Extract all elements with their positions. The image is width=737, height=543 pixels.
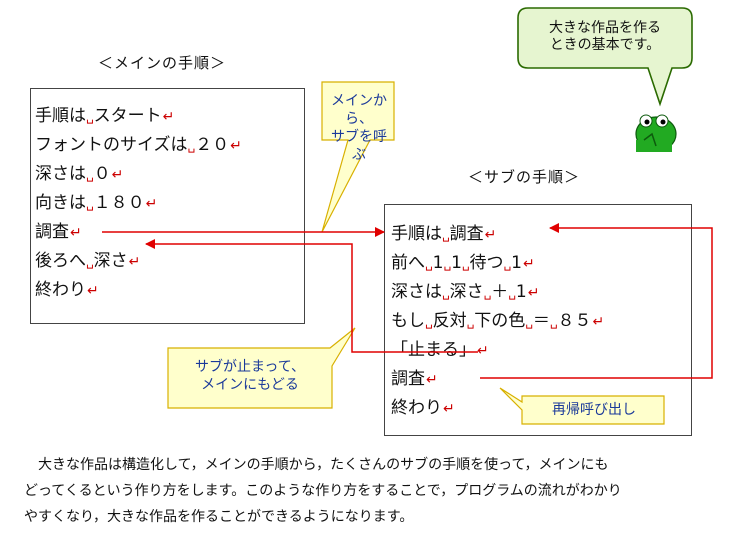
main-token: 深さは [35, 164, 86, 184]
main-title: ＜メインの手順＞ [98, 54, 227, 72]
explanation-paragraph: 大きな作品は構造化して，メインの手順から，たくさんのサブの手順を使って，メインに… [24, 452, 724, 530]
sub-token: もし [391, 311, 425, 331]
sub-line: 調査↵ [391, 366, 438, 393]
sub-line: 「止まる」↵ [391, 337, 489, 364]
main-line: フォントのサイズは␣２０↵ [35, 132, 242, 159]
space-marker: ␣ [425, 315, 433, 329]
sub-line: 深さは␣深さ␣＋␣1↵ [391, 279, 539, 306]
sub-token: ＋ [491, 282, 509, 302]
return-mark-icon: ↵ [111, 167, 124, 183]
main-token: フォントのサイズは [35, 135, 188, 155]
sub-token: 反対 [432, 311, 467, 331]
main-line: 向きは␣１８０↵ [35, 190, 157, 217]
sub-token: 「止まる」 [391, 340, 476, 360]
space-marker: ␣ [442, 286, 450, 300]
sub-token: ８５ [557, 311, 592, 331]
callout-return-main-text: サブが止まって、 メインにもどる [194, 359, 306, 393]
sub-token: 1 [511, 253, 522, 273]
sub-token: 1 [432, 253, 444, 273]
sub-token: 深さは [391, 282, 442, 302]
sub-token: 終わり [391, 398, 442, 418]
frog-icon [635, 114, 677, 152]
sub-token: 手順は [391, 224, 442, 244]
space-marker: ␣ [525, 315, 533, 329]
main-token: ０ [93, 164, 111, 184]
paragraph-line: どってくるという作り方をします。このような作り方をすることで，プログラムの流れが… [24, 483, 622, 499]
return-mark-icon: ↵ [477, 343, 489, 359]
sub-token: ＝ [532, 311, 550, 331]
sub-title: ＜サブの手順＞ [468, 168, 581, 186]
space-marker: ␣ [443, 257, 452, 271]
main-token: ２０ [195, 135, 230, 155]
paragraph-line: 大きな作品は構造化して，メインの手順から，たくさんのサブの手順を使って，メインに… [24, 457, 609, 473]
callout-call-sub-text: メインから、 サブを呼ぶ [331, 93, 387, 163]
space-marker: ␣ [508, 286, 516, 300]
return-mark-icon: ↵ [162, 109, 175, 125]
main-token: スタート [93, 106, 162, 126]
main-line: 深さは␣０↵ [35, 161, 123, 188]
return-mark-icon: ↵ [443, 401, 455, 417]
main-token: 調査 [35, 222, 69, 242]
main-line: 終わり↵ [35, 277, 99, 304]
sub-token: 深さ [449, 282, 484, 302]
space-marker: ␣ [187, 139, 196, 153]
paragraph-line: やすくなり，大きな作品を作ることができるようになります。 [24, 509, 414, 525]
space-marker: ␣ [425, 257, 433, 271]
sub-line: 前へ␣1␣1␣待つ␣1↵ [391, 250, 535, 277]
main-line: 後ろへ␣深さ↵ [35, 248, 140, 275]
return-mark-icon: ↵ [230, 138, 242, 154]
main-token: 手順は [35, 106, 86, 126]
sub-line: 終わり↵ [391, 395, 455, 422]
space-marker: ␣ [86, 168, 94, 182]
sub-token: 調査 [449, 224, 484, 244]
sub-token: 1 [451, 253, 462, 273]
space-marker: ␣ [86, 110, 94, 124]
sub-token: 下の色 [474, 311, 526, 331]
sub-token: 1 [515, 282, 527, 302]
main-token: 向きは [35, 193, 86, 213]
main-line: 調査↵ [35, 219, 82, 246]
return-mark-icon: ↵ [87, 283, 99, 299]
return-mark-icon: ↵ [484, 227, 497, 243]
main-token: 深さ [93, 251, 128, 271]
space-marker: ␣ [549, 315, 558, 329]
space-marker: ␣ [442, 228, 450, 242]
speech-bubble-text: 大きな作品を作る ときの基本です。 [549, 20, 661, 53]
sub-line: もし␣反対␣下の色␣＝␣８５↵ [391, 308, 604, 335]
main-token: 後ろへ [35, 251, 86, 271]
return-mark-icon: ↵ [527, 285, 540, 301]
return-mark-icon: ↵ [426, 372, 438, 388]
main-token: １８０ [93, 193, 145, 213]
return-mark-icon: ↵ [522, 256, 535, 272]
sub-line: 手順は␣調査↵ [391, 221, 496, 248]
return-mark-icon: ↵ [70, 225, 82, 241]
main-token: 終わり [35, 280, 86, 300]
return-mark-icon: ↵ [145, 196, 158, 212]
return-mark-icon: ↵ [128, 254, 141, 270]
space-marker: ␣ [503, 257, 512, 271]
space-marker: ␣ [86, 197, 94, 211]
main-procedure-box: 手順は␣スタート↵フォントのサイズは␣２０↵深さは␣０↵向きは␣１８０↵調査↵後… [30, 88, 305, 324]
return-mark-icon: ↵ [592, 314, 605, 330]
callout-recursive-text: 再帰呼び出し [552, 402, 636, 418]
main-line: 手順は␣スタート↵ [35, 103, 174, 130]
sub-token: 前へ [391, 253, 425, 273]
space-marker: ␣ [86, 255, 94, 269]
sub-token: 待つ [469, 253, 504, 273]
space-marker: ␣ [461, 257, 470, 271]
sub-token: 調査 [391, 369, 425, 389]
